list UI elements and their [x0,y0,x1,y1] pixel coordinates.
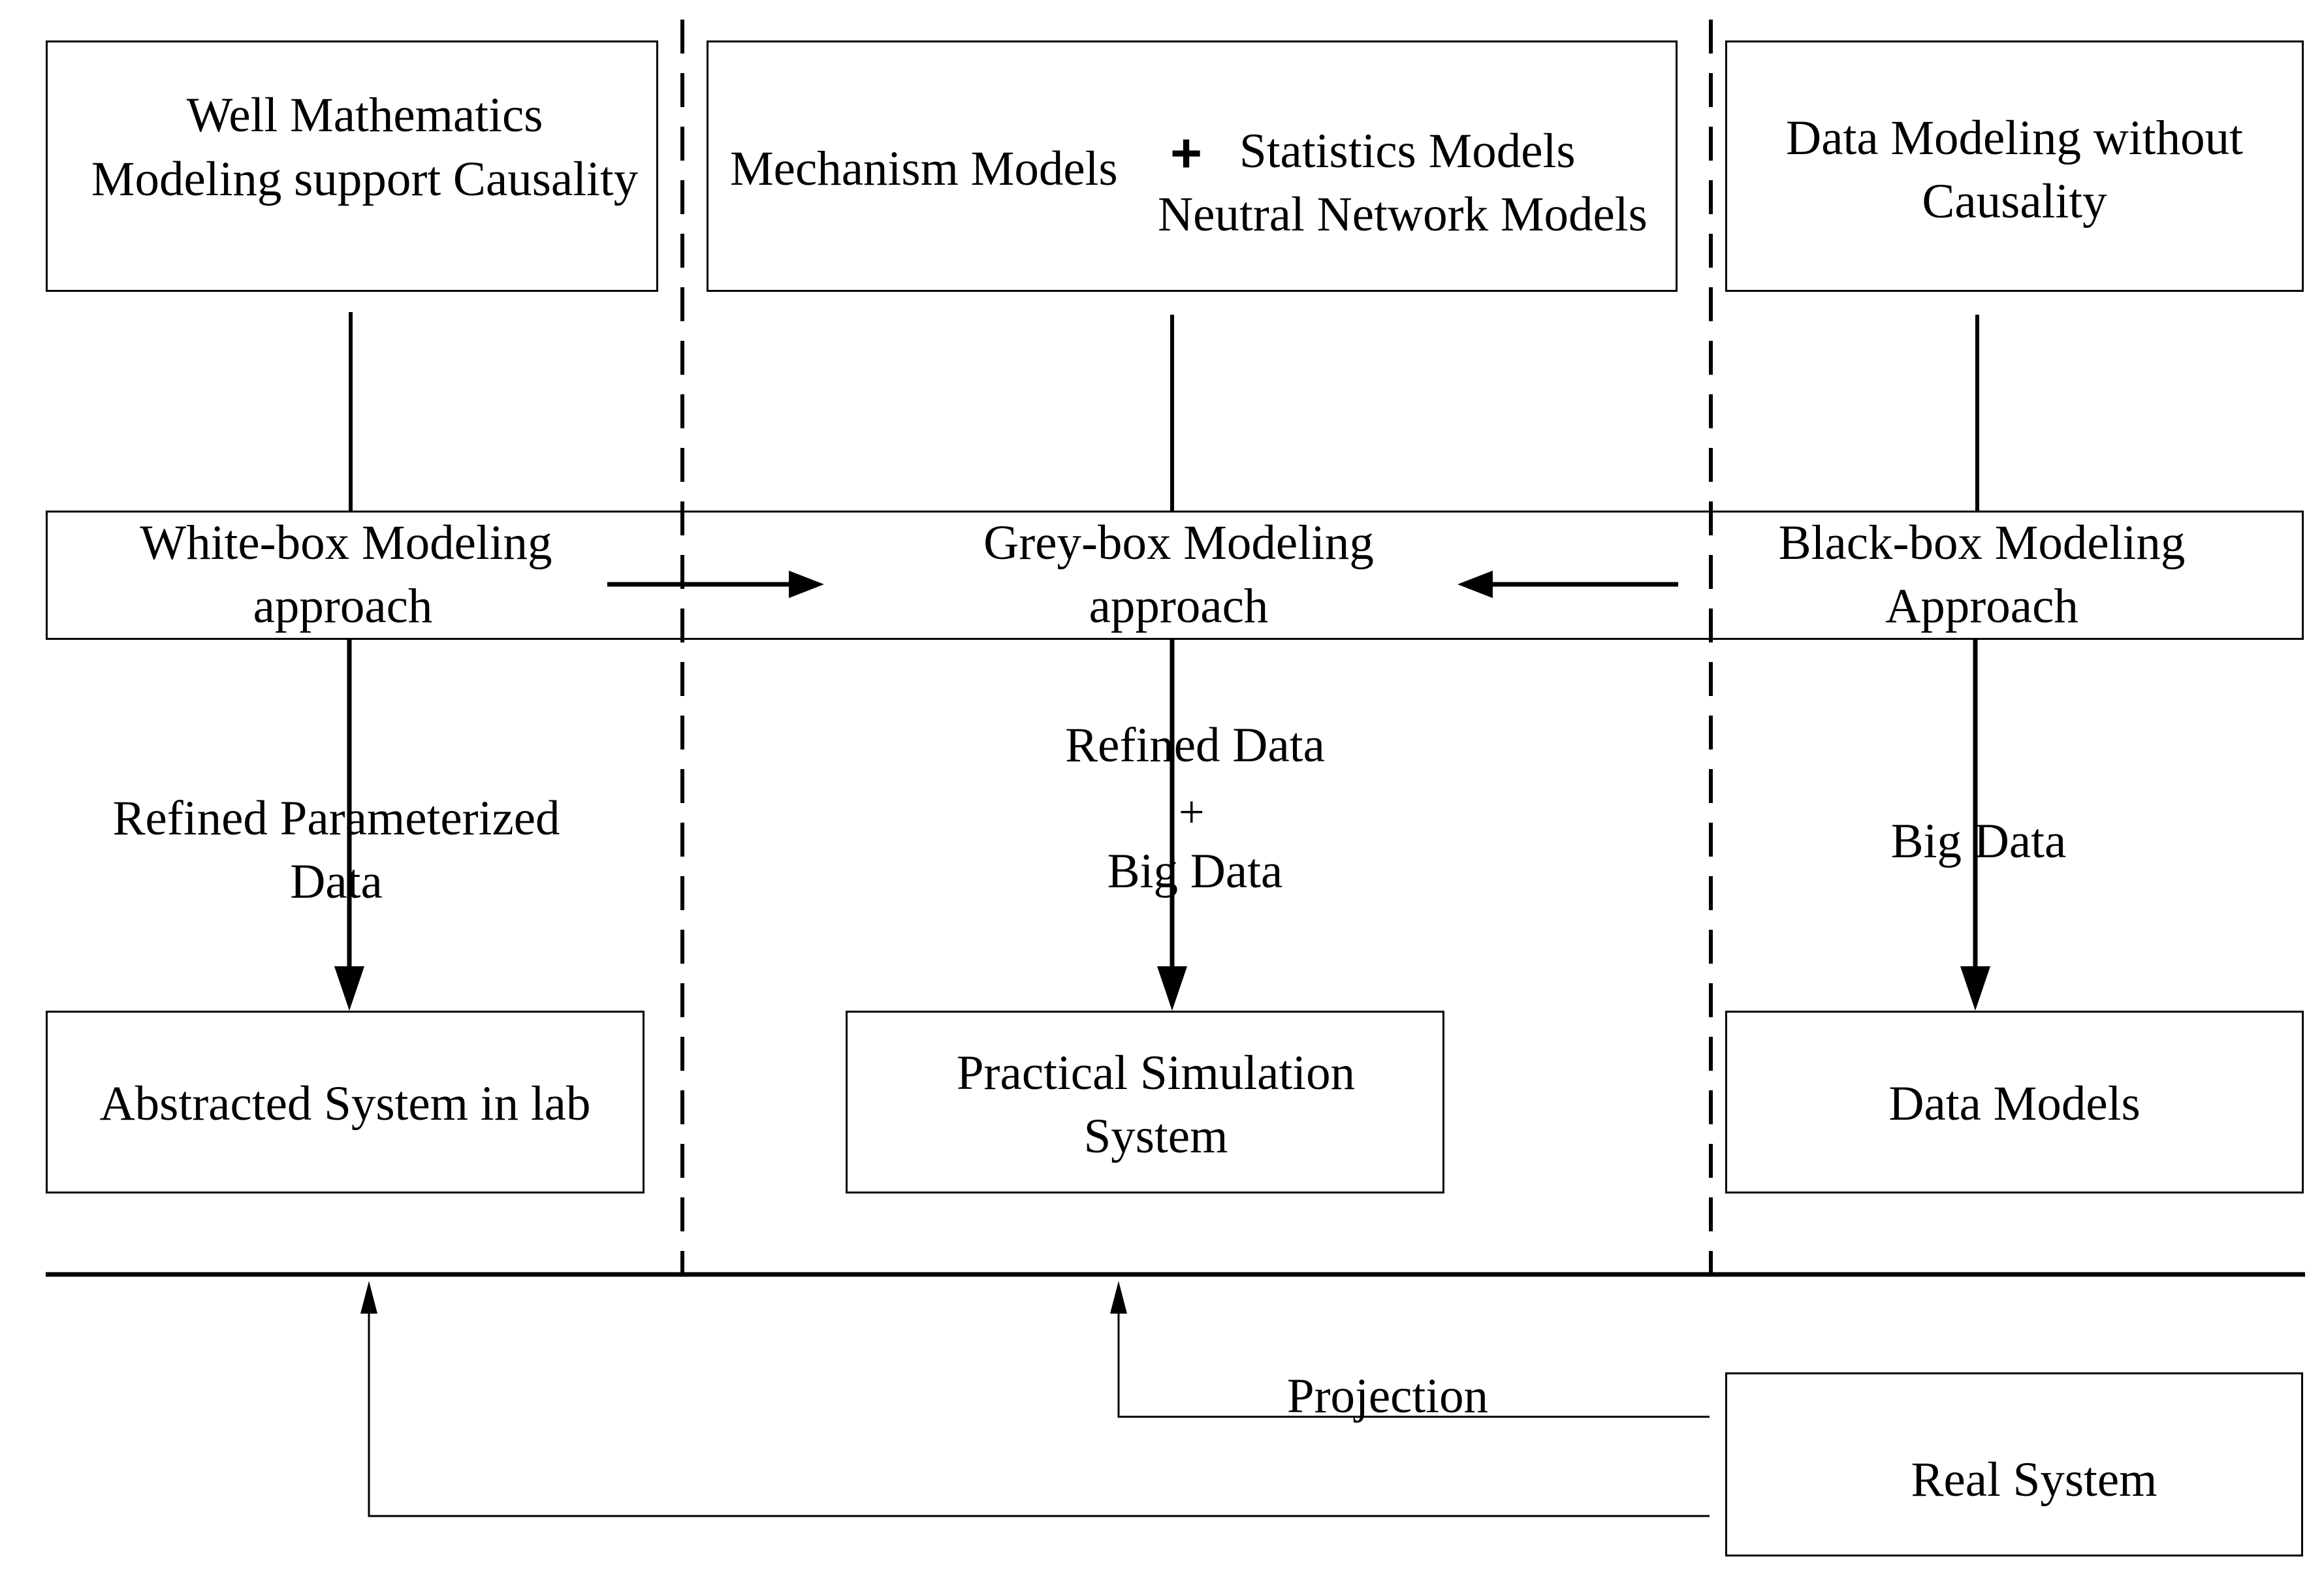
grey-edge-label-line2: Big Data [1107,844,1283,898]
black-box-approach-line1: Black-box Modeling [1778,516,2186,570]
grey-box-approach-line1: Grey-box Modeling [983,516,1374,570]
black-box-models-box [1725,40,2304,292]
practical-simulation-line2: System [1083,1109,1228,1163]
grey-box-approach-line2: approach [1089,579,1269,633]
practical-simulation-line1: Practical Simulation [956,1046,1356,1100]
projection-arrowhead-grey [1110,1281,1127,1314]
arrowhead-black-down [1960,966,1990,1011]
grey-edge-label-line1: Refined Data [1065,718,1325,772]
white-edge-label-line2: Data [290,855,383,909]
black-box-models-line2: Causality [1922,174,2107,229]
black-box-approach-line2: Approach [1885,579,2078,633]
grey-edge-label-plus: + [1179,787,1205,838]
projection-arrowhead-white [360,1281,377,1314]
arrowhead-white-to-grey [789,571,824,598]
abstracted-system-box [46,1011,645,1193]
models-plus-sign: + [1170,122,1203,183]
projection-line-grey [1117,1312,1710,1418]
black-box-models-line1: Data Modeling without [1786,111,2243,165]
mechanism-models-label: Mechanism Models [730,142,1118,196]
projection-label: Projection [1286,1369,1489,1423]
approach-band [46,511,2304,640]
grey-box-models-box [707,40,1678,292]
data-models-label: Data Models [1888,1077,2141,1131]
white-edge-label-line1: Refined Parameterized [112,791,560,845]
arrowhead-grey-down [1157,966,1187,1011]
real-system-box [1725,1372,2303,1556]
arrowhead-black-to-grey [1457,571,1493,598]
white-box-models-box [46,40,658,292]
white-box-models-line2: Modeling support Causality [91,152,639,206]
white-box-approach-line1: White-box Modeling [140,516,552,570]
data-models-box [1725,1011,2304,1193]
neural-network-models-label: Neutral Network Models [1158,187,1647,242]
white-box-approach-line2: approach [253,579,433,633]
black-edge-label: Big Data [1890,814,2067,868]
practical-simulation-box [846,1011,1444,1193]
statistics-models-label: Statistics Models [1239,124,1576,178]
arrowhead-white-down [334,966,364,1011]
abstracted-system-label: Abstracted System in lab [99,1077,591,1131]
real-system-label: Real System [1911,1453,2157,1507]
white-box-models-line1: Well Mathematics [186,88,543,142]
projection-line-white [368,1312,1710,1517]
